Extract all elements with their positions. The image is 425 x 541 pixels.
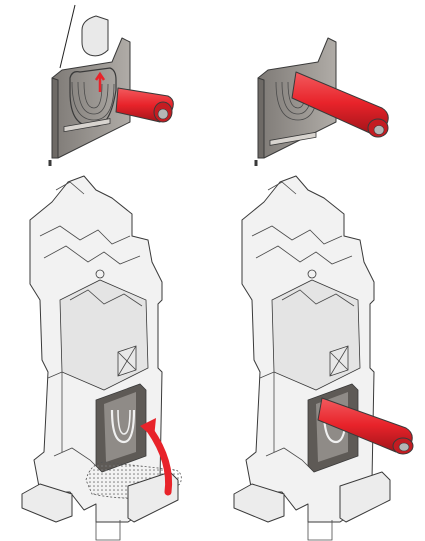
housing-inserted-icon	[233, 175, 414, 541]
leader-line	[59, 4, 76, 69]
cover-piece	[81, 15, 109, 57]
housing-insertion-icon	[21, 175, 182, 541]
terminal-insertion-icon	[48, 4, 174, 166]
terminal-inserted-icon	[254, 37, 389, 166]
arrow-up-icon	[94, 71, 106, 92]
